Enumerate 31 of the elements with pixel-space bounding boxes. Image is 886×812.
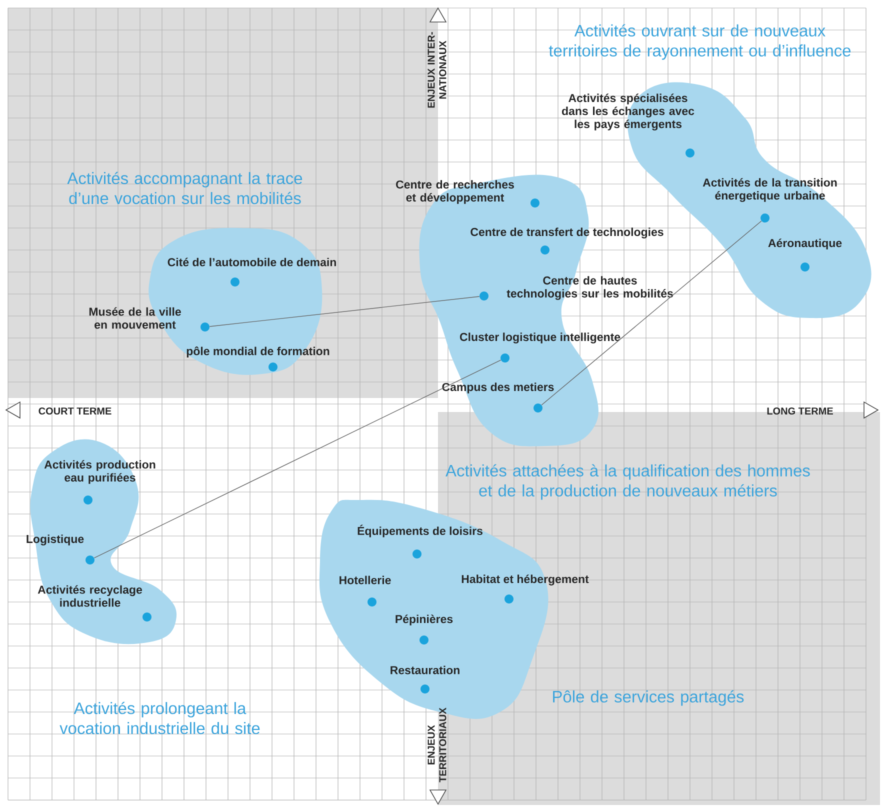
activity-label: Hotellerie <box>340 576 391 584</box>
activity-label: Musée de la ville en mouvement <box>89 307 181 329</box>
activity-label: Activités de la transition énergetique urbaine <box>702 178 837 202</box>
activity-label: Logistique <box>26 534 84 546</box>
connector-line <box>209 296 480 327</box>
activity-label: Habitat et hébergement <box>462 574 589 586</box>
activity-label: Activités production eau purifiées <box>44 460 156 484</box>
connector-line <box>94 360 502 558</box>
axis-label: COURT TERME <box>38 407 112 415</box>
activity-label: Pépinières <box>396 614 453 626</box>
activity-label: Cité de l’automobile de demain <box>168 258 336 266</box>
activity-label: pôle mondial de formation <box>186 346 330 358</box>
group-title: Activités ouvrant sur de nouveaux territoires de rayonnement ou d’influence <box>548 24 851 60</box>
activity-label: Activités recyclage industrielle <box>38 585 142 607</box>
activity-label: Restauration <box>390 666 460 674</box>
connector-line <box>541 220 762 406</box>
activity-label: Centre de hautes technologies sur les mobilités <box>506 276 673 300</box>
axis-label: ENJEUX INTER-NATIONAUX <box>428 32 446 108</box>
activity-label: Centre de recherches et développement <box>396 180 514 204</box>
group-title: Activités accompagnant la trace d’une vocation sur les mobilités <box>67 172 302 204</box>
group-title: Pôle de services partagés <box>553 690 744 706</box>
activity-label: Activités spécialisées dans les échanges avec les pays émergents <box>562 94 694 130</box>
activity-label: Aéronautique <box>768 238 842 250</box>
activity-label: Cluster logistique intelligente <box>460 332 620 344</box>
group-title: Activités attachées à la qualification des hommes et de la production de nouveaux métiers <box>446 464 810 500</box>
axis-label: ENJEUX TERRITORIAUX <box>428 708 446 782</box>
activity-label: Centre de transfert de technologies <box>470 228 664 238</box>
activity-label: Campus des metiers <box>442 382 554 394</box>
activity-label: Équipements de loisirs <box>358 524 482 538</box>
group-title: Activités prolongeant la vocation industrielle du site <box>60 702 260 734</box>
axis-label: LONG TERME <box>767 407 833 415</box>
